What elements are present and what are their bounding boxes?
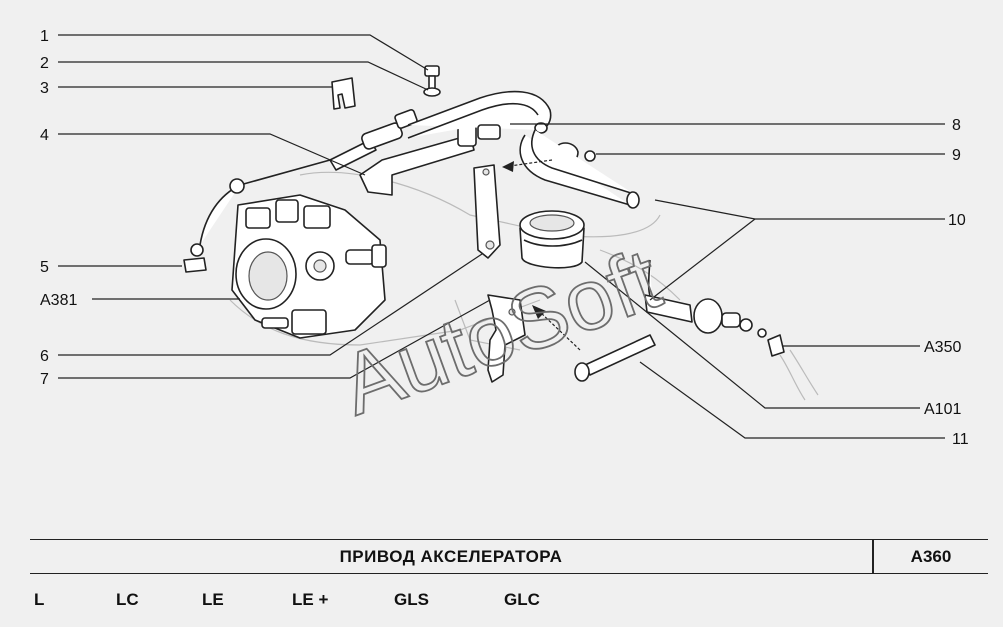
- bolt-part-11: [574, 334, 656, 382]
- assembly-arrows: [502, 159, 581, 351]
- callout-3: 3: [40, 80, 49, 97]
- trim-level: L: [34, 590, 45, 609]
- hose-part-10: [519, 129, 653, 301]
- trim-level: LC: [116, 590, 139, 609]
- callout-5: 5: [40, 259, 49, 276]
- cable-bracket-part-4: [359, 90, 552, 196]
- title-bar: ПРИВОД АКСЕЛЕРАТОРА A360: [30, 539, 988, 574]
- callout-7: 7: [40, 371, 49, 388]
- trim-level: GLS: [394, 590, 429, 609]
- pedal-cable-end-A350: [644, 294, 819, 401]
- title-divider: [872, 540, 874, 573]
- bracket-part-7: [487, 294, 526, 383]
- callout-9: 9: [952, 147, 961, 164]
- support-part-6: [473, 164, 501, 259]
- callout-4: 4: [40, 127, 49, 144]
- leader-lines: [58, 34, 945, 439]
- callout-11: 11: [952, 431, 969, 448]
- diagram-title: ПРИВОД АКСЕЛЕРАТОРА: [339, 547, 563, 566]
- callout-8: 8: [952, 117, 961, 134]
- callout-6: 6: [40, 348, 49, 365]
- callout-10: 10: [948, 212, 966, 229]
- callout-A350: A350: [924, 339, 961, 356]
- callout-2: 2: [40, 55, 49, 72]
- throttle-body: [231, 194, 387, 339]
- trim-level: LE: [202, 590, 224, 609]
- trim-levels: L LC LE LE + GLS GLC: [0, 586, 1003, 616]
- trim-level: LE +: [292, 590, 329, 609]
- clip-part-3: [331, 77, 356, 110]
- diagram-code: A360: [910, 547, 952, 566]
- callout-A381: A381: [40, 292, 77, 309]
- trim-level: GLC: [504, 590, 540, 609]
- callout-1: 1: [40, 28, 49, 45]
- callout-A101: A101: [924, 401, 961, 418]
- air-filter-part-A101: [519, 210, 585, 269]
- parts-diagram: AutoSoft 1 2 3 4 5 A381 6 7 8 9 10 A350 …: [40, 28, 969, 448]
